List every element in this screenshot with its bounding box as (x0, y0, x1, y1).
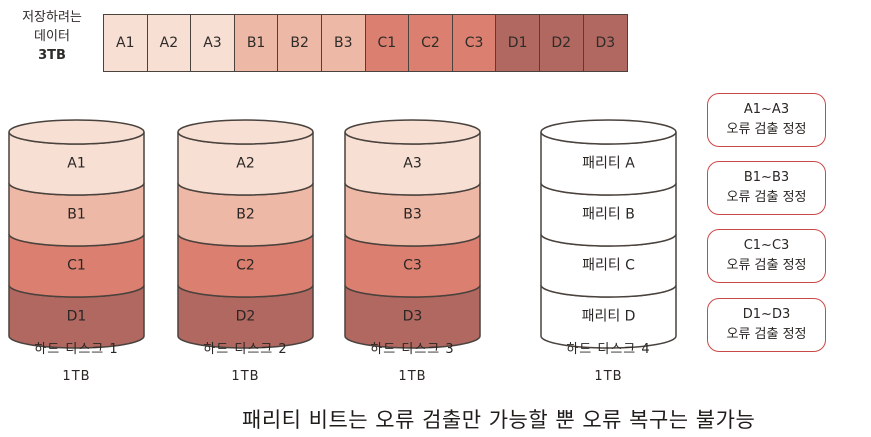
disk-name: 하드 디스크 4 (540, 336, 677, 363)
source-data-label: 저장하려는 데이터 3TB (8, 8, 96, 65)
disk-segment-label: D3 (403, 309, 423, 325)
disk-name: 하드 디스크 2 (177, 336, 314, 363)
disk-name: 하드 디스크 1 (8, 336, 145, 363)
disk-segment-label: C3 (403, 258, 422, 274)
disk-segment-label: D1 (67, 309, 87, 325)
data-block: C2 (409, 15, 453, 71)
disk-name: 하드 디스크 3 (344, 336, 481, 363)
callout-range: C1~C3 (744, 236, 790, 256)
disk-segment-label: 패리티 A (582, 156, 635, 172)
data-block: B2 (278, 15, 322, 71)
data-block: D1 (496, 15, 540, 71)
disk-segment-label: 패리티 B (582, 207, 635, 223)
disk-segment-label: D2 (236, 309, 256, 325)
callout-range: A1~A3 (744, 100, 789, 120)
source-label-size: 3TB (8, 46, 96, 65)
disk-top (9, 120, 144, 144)
source-label-line2: 데이터 (8, 27, 96, 46)
data-block: B1 (235, 15, 279, 71)
disk-segment-label: A2 (236, 156, 254, 172)
callout-text: 오류 검출 정정 (726, 120, 806, 140)
callout-text: 오류 검출 정정 (726, 188, 806, 208)
disk-segment-label: B3 (403, 207, 422, 223)
disk-segment-label: B2 (236, 207, 255, 223)
data-block: C1 (366, 15, 410, 71)
disk-segment-label: 패리티 D (582, 309, 636, 325)
disk-capacity: 1TB (177, 363, 314, 390)
data-block: B3 (322, 15, 366, 71)
disk-segment-label: C1 (67, 258, 86, 274)
disk-segment-label: A3 (403, 156, 421, 172)
footer-note: 패리티 비트는 오류 검출만 가능할 뿐 오류 복구는 불가능 (242, 404, 755, 434)
hard-disk-4: 패리티 A 패리티 B 패리티 C 패리티 D (540, 118, 677, 350)
disk-segment-label: 패리티 C (582, 258, 635, 274)
callout-range: B1~B3 (744, 168, 789, 188)
disk-capacity: 1TB (540, 363, 677, 390)
callout-range: D1~D3 (743, 305, 790, 325)
disk-capacity: 1TB (8, 363, 145, 390)
disk-capacity: 1TB (344, 363, 481, 390)
disk-segment-label: B1 (67, 207, 86, 223)
data-block: D3 (584, 15, 628, 71)
disk-segment-label: C2 (236, 258, 255, 274)
disk-top (178, 120, 313, 144)
callout-text: 오류 검출 정정 (726, 256, 806, 276)
data-block: C3 (453, 15, 497, 71)
disk-segment-label: A1 (67, 156, 85, 172)
data-block: A1 (104, 15, 148, 71)
callout-text: 오류 검출 정정 (726, 325, 806, 345)
data-block: A3 (191, 15, 235, 71)
data-block: D2 (540, 15, 584, 71)
data-block: A2 (148, 15, 192, 71)
disk-cylinder: 패리티 A 패리티 B 패리티 C 패리티 D (540, 118, 677, 350)
disk-top (345, 120, 480, 144)
disk-top (541, 120, 676, 144)
source-label-line1: 저장하려는 (8, 8, 96, 27)
